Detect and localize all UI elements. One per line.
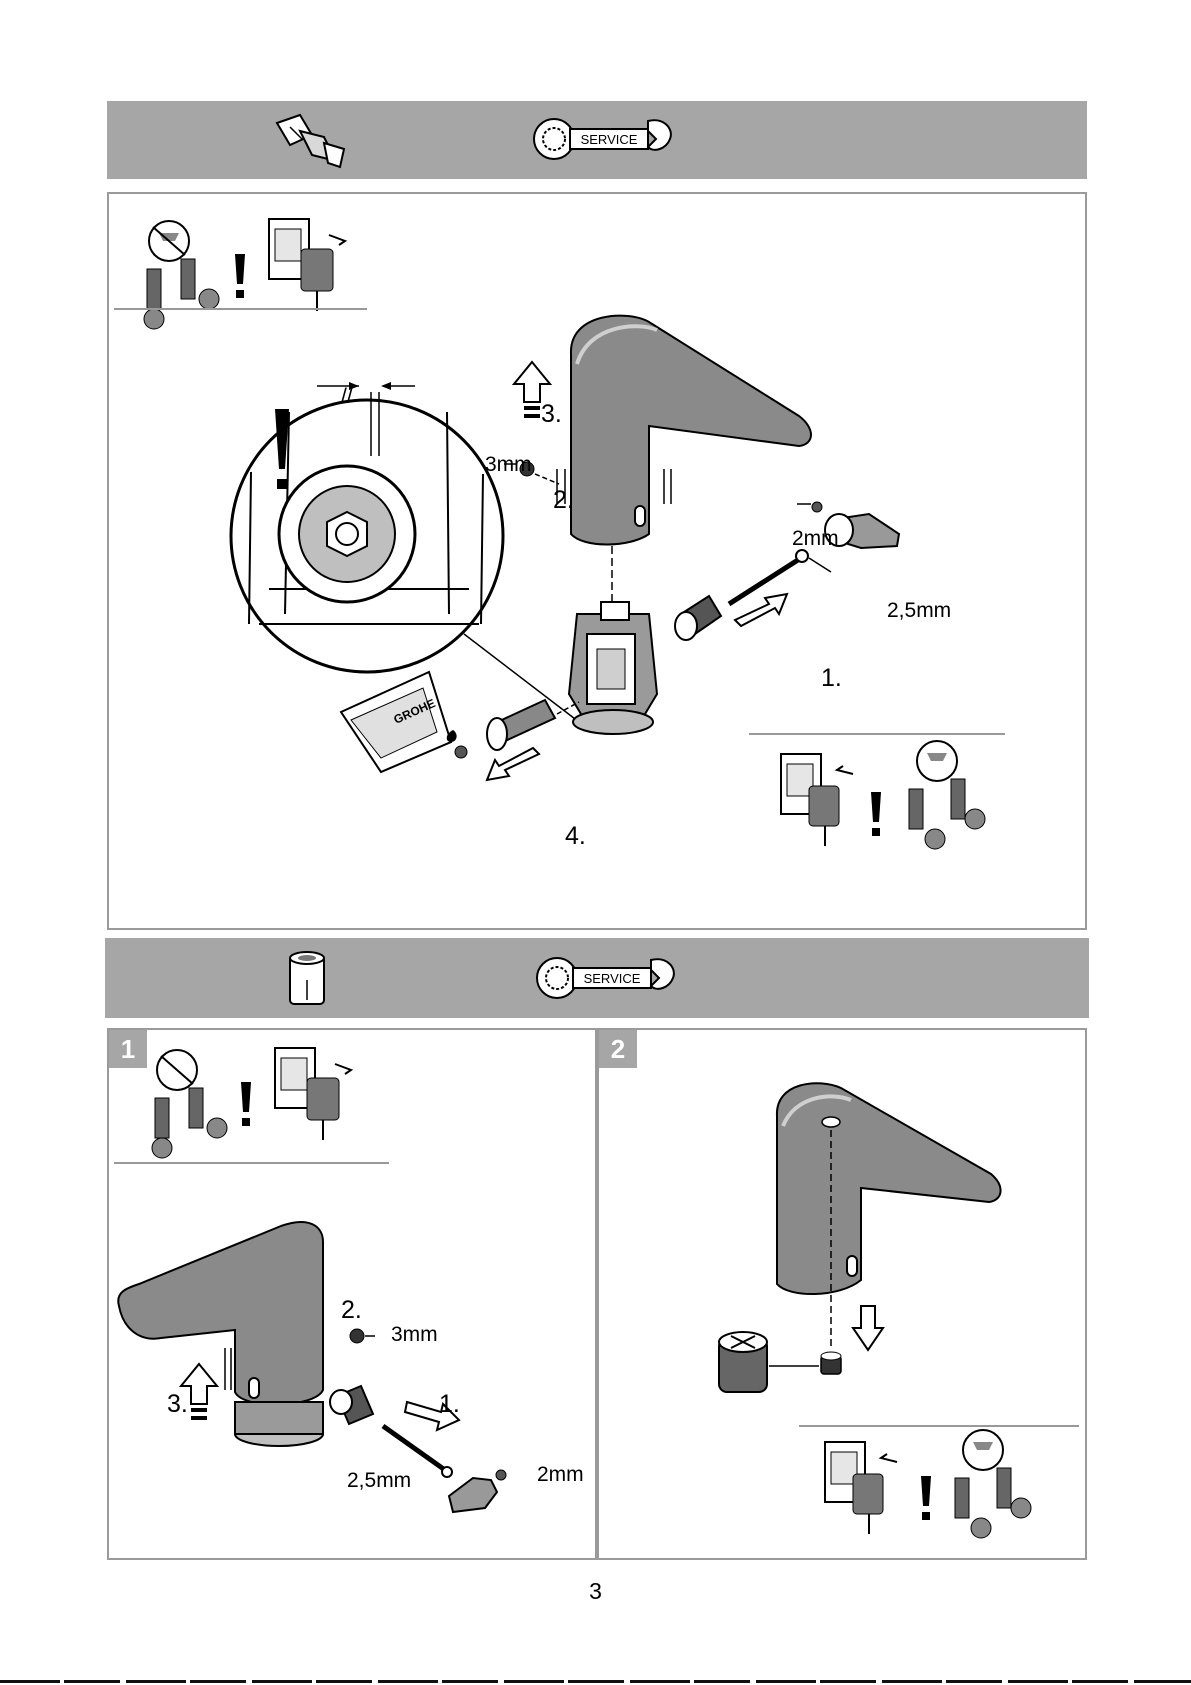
shut-off-water-icon <box>144 221 219 329</box>
service-badge-text: SERVICE <box>581 132 638 147</box>
size-3mm-label-s2: 3mm <box>391 1324 438 1345</box>
open-water-icon <box>909 741 985 849</box>
step-1-label-s2: 1. <box>439 1392 460 1417</box>
step-2-label: 2. <box>553 488 574 513</box>
faucet-body <box>557 316 811 614</box>
pull-out-arrow <box>487 748 539 780</box>
aerator-insert <box>821 1352 841 1374</box>
push-down-arrow <box>853 1306 883 1350</box>
size-2mm-label: 2mm <box>792 528 839 549</box>
size-2-5mm-label-s2: 2,5mm <box>347 1470 411 1491</box>
service-badge-2-text: SERVICE <box>584 971 641 986</box>
cartridge-replacement-panel: GROHE <box>107 192 1087 930</box>
warning-exclamation-icon <box>235 254 245 298</box>
service-badge-2: SERVICE <box>537 958 674 998</box>
temperature-adapter <box>675 596 721 640</box>
shut-off-water-icon-2 <box>152 1050 227 1158</box>
warning-exclamation-icon-3 <box>241 1082 251 1126</box>
aerator-detail <box>719 1332 819 1392</box>
warning-exclamation-icon-4 <box>921 1476 931 1520</box>
step-1-label: 1. <box>821 666 842 691</box>
unplug-power-icon <box>269 219 345 311</box>
page-number: 3 <box>0 1578 1191 1605</box>
faucet-body-3 <box>777 1083 1001 1348</box>
temperature-adapter-2 <box>330 1386 373 1424</box>
size-2-5mm-label: 2,5mm <box>887 600 951 621</box>
cartridge-alignment-detail <box>231 382 579 722</box>
step-4-label: 4. <box>565 824 586 849</box>
warning-exclamation-icon-2 <box>871 792 881 836</box>
service-badge: SERVICE <box>534 119 671 159</box>
push-in-arrow <box>735 594 787 626</box>
section-1-header-bar: SERVICE <box>107 101 1087 179</box>
plug-in-power-icon-2 <box>825 1442 897 1534</box>
parallel-alignment-mark: // <box>341 386 353 407</box>
grohe-grease-packet: GROHE <box>341 672 457 772</box>
cartridge-unit <box>569 602 657 734</box>
faucet-body-2 <box>118 1222 323 1446</box>
aerator-step-1-panel: 1 <box>107 1028 597 1560</box>
section-2-header-bar: SERVICE <box>105 938 1089 1018</box>
plug-in-power-icon <box>781 754 853 846</box>
step-3-label: 3. <box>541 402 562 427</box>
step-2-label-s2: 2. <box>341 1298 362 1323</box>
cartridge-tool-icon <box>277 115 344 167</box>
step-3-label-s2: 3. <box>167 1392 188 1417</box>
size-3mm-label: 3mm <box>485 454 532 475</box>
aerator-step-2-panel: 2 <box>597 1028 1087 1560</box>
open-water-icon-2 <box>955 1430 1031 1538</box>
lever-handle-2 <box>449 1470 506 1512</box>
unplug-power-icon-2 <box>275 1048 351 1140</box>
grub-screw-3mm-2 <box>350 1329 375 1343</box>
aerator-icon <box>290 952 324 1004</box>
size-2mm-label-s2: 2mm <box>537 1464 584 1485</box>
bottom-rule <box>0 1680 1191 1683</box>
